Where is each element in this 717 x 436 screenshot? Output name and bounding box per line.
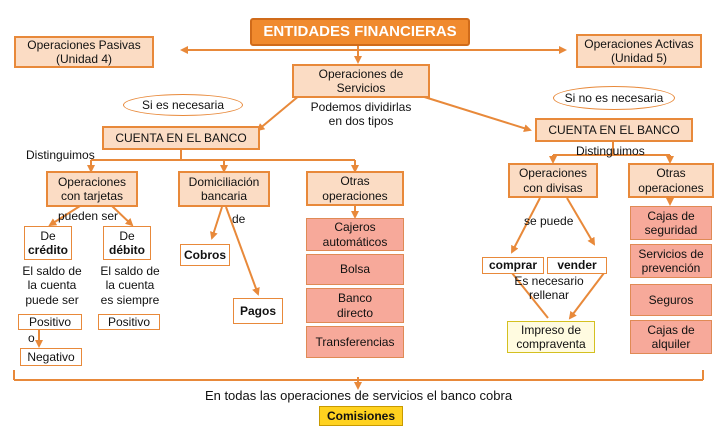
debito-prefix: De [119,228,135,243]
cajeros-box: Cajeros automáticos [306,218,404,251]
cobros-box: Cobros [180,244,230,266]
pagos-box: Pagos [233,298,283,324]
footer-text: En todas las operaciones de servicios el… [204,388,513,403]
operaciones-pasivas-box: Operaciones Pasivas (Unidad 4) [14,36,154,68]
debito-note: El saldo de la cuenta es siempre [100,264,160,307]
otras-operaciones-left: Otras operaciones [306,171,404,206]
operaciones-divisas-box: Operaciones con divisas [508,163,598,198]
o-text: o [28,331,35,345]
de-text: de [232,212,246,226]
credito-label: crédito [27,243,68,257]
si-no-es-necesaria-oval: Si no es necesaria [553,86,675,110]
servicios-prevencion-box: Servicios de prevención [630,244,712,278]
se-puede-text: se puede [524,214,574,228]
distinguimos-left: Distinguimos [26,148,95,162]
si-es-necesaria-oval: Si es necesaria [123,94,243,116]
operaciones-servicios-box: Operaciones de Servicios [292,64,430,98]
negativo-box: Negativo [20,348,82,366]
credito-prefix: De [40,228,56,243]
operaciones-tarjetas-box: Operaciones con tarjetas [46,171,138,207]
otras-operaciones-right: Otras operaciones [628,163,714,198]
banco-directo-box: Banco directo [306,288,404,323]
seguros-box: Seguros [630,284,712,316]
positivo-box-2: Positivo [98,314,160,330]
cajas-alquiler-box: Cajas de alquiler [630,320,712,354]
operaciones-activas-box: Operaciones Activas (Unidad 5) [576,34,702,68]
credito-note: El saldo de la cuenta puede ser [22,264,82,307]
cuenta-banco-right: CUENTA EN EL BANCO [535,118,693,142]
bolsa-box: Bolsa [306,254,404,285]
domiciliacion-box: Domiciliación bancaria [178,171,270,207]
pueden-ser-text: pueden ser [58,209,119,223]
transferencias-box: Transferencias [306,326,404,358]
comprar-box: comprar [482,257,544,274]
de-credito-box: De crédito [24,226,72,260]
de-debito-box: De débito [103,226,151,260]
vender-box: vender [547,257,607,274]
dividir-text: Podemos dividirlas en dos tipos [310,100,412,129]
distinguimos-right: Distinguimos [576,144,645,158]
comisiones-box: Comisiones [319,406,403,426]
necesario-text: Es necesario rellenar [514,274,584,303]
cajas-seguridad-box: Cajas de seguridad [630,206,712,240]
title-box: ENTIDADES FINANCIERAS [250,18,470,46]
positivo-box-1: Positivo [18,314,82,330]
cuenta-banco-left: CUENTA EN EL BANCO [102,126,260,150]
debito-label: débito [109,243,145,257]
impreso-box: Impreso de compraventa [507,321,595,353]
